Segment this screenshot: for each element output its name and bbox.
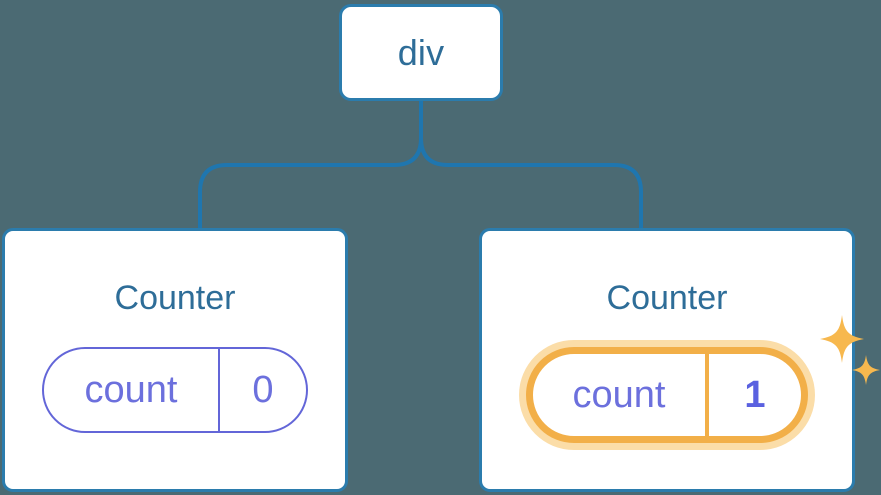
state-pill-count-left[interactable]: count 0 [42,347,308,433]
edge-root-to-right-counter [419,99,643,230]
state-value-label-right: 1 [744,374,766,416]
state-pill-wrapper-right: count 1 [526,315,880,443]
node-counter-right-title: Counter [606,279,728,317]
node-div-label: div [397,31,445,73]
sparkle-large-icon [820,315,864,363]
node-counter-left-title: Counter [114,279,236,317]
node-counter-right[interactable]: Counter count 1 [479,228,880,492]
state-pill-count-right[interactable]: count 1 [526,347,808,443]
node-counter-left[interactable]: Counter count 0 [2,228,348,492]
edge-root-to-left-counter [198,99,423,230]
state-name-label-right: count [533,354,709,436]
state-name-label-left: count [44,349,220,431]
state-pill-wrapper-left: count 0 [42,347,308,433]
state-value-label-left: 0 [252,369,274,411]
node-div[interactable]: div [339,4,503,101]
sparkle-small-icon [852,355,880,385]
sparkles-icon [820,315,880,385]
